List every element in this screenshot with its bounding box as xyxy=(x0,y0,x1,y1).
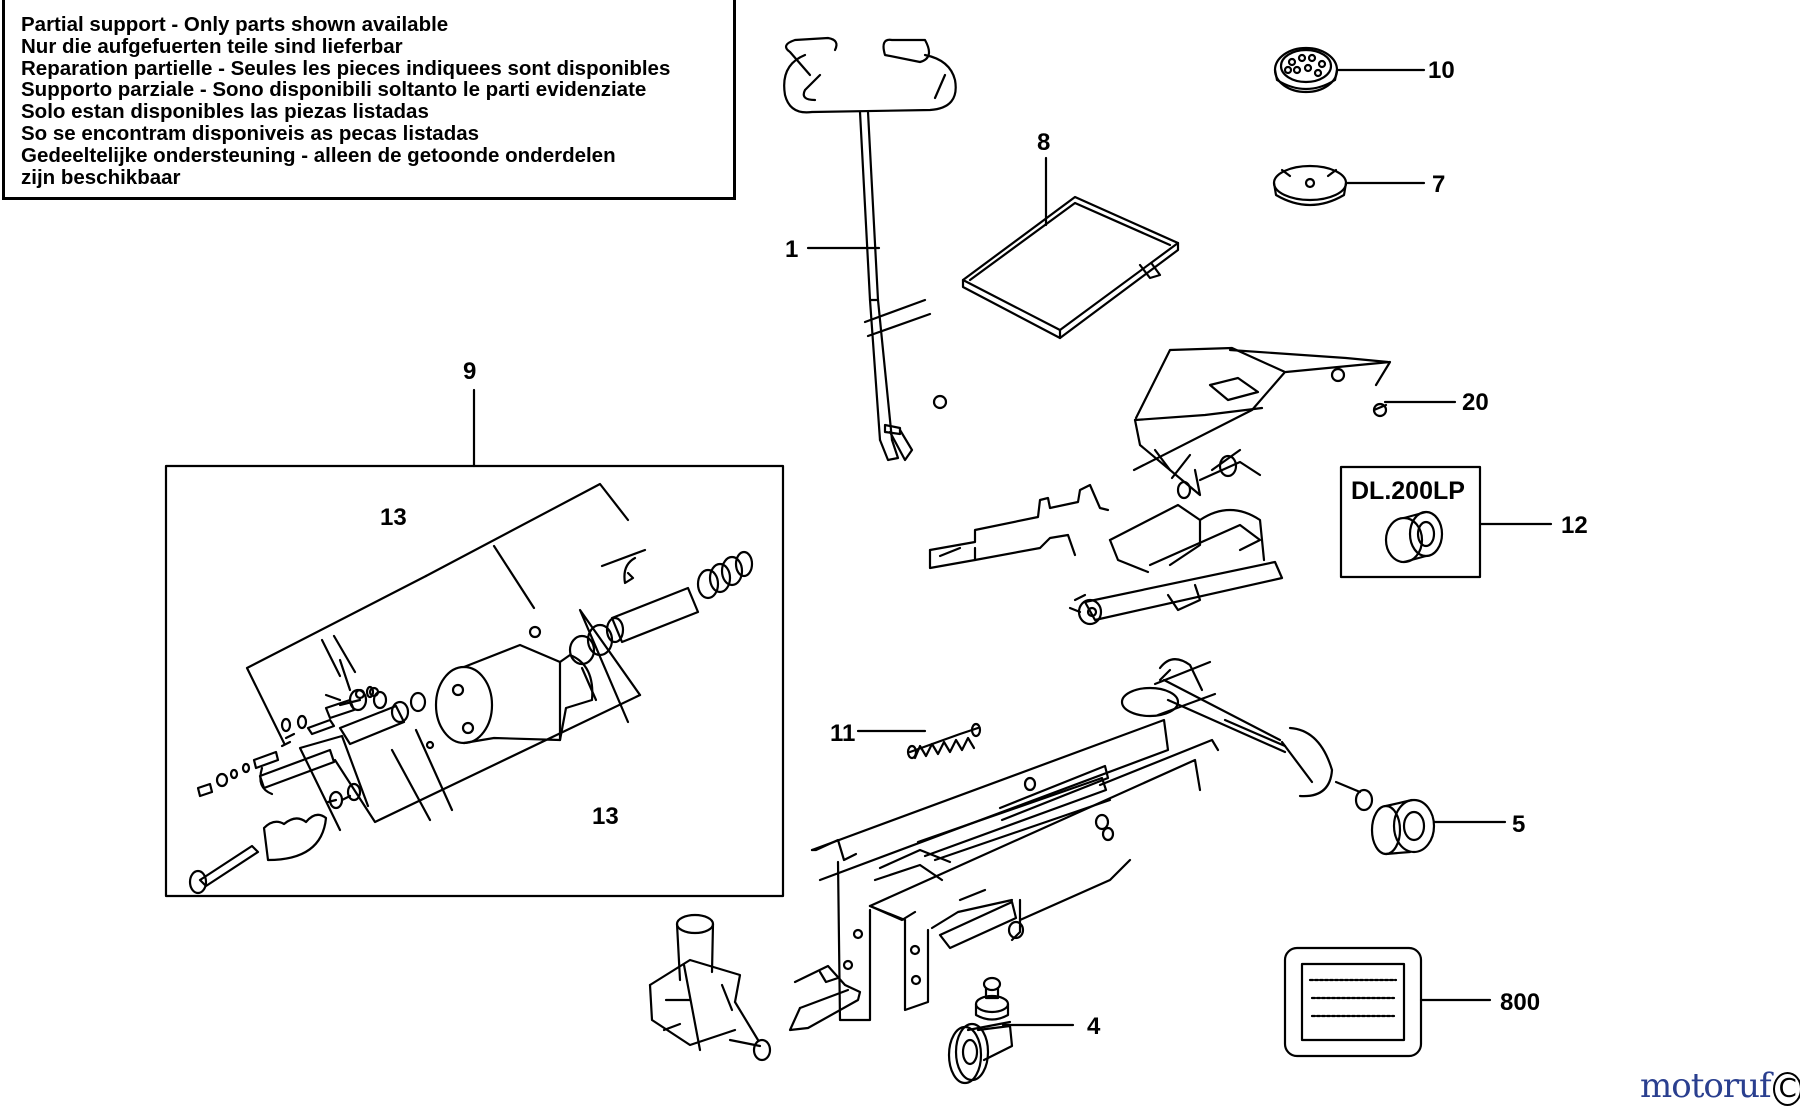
part-8-tray xyxy=(961,195,1180,340)
part-10-saddle-pad xyxy=(1273,46,1339,94)
notice-line: Partial support - Only parts shown avail… xyxy=(21,13,449,36)
notice-line: So se encontram disponiveis as pecas lis… xyxy=(21,121,480,145)
callout-10: 10 xyxy=(1428,57,1455,84)
part-4-caster xyxy=(947,976,1014,1085)
part-pump-block xyxy=(648,913,772,1062)
part-5-wheel xyxy=(1334,780,1436,856)
notice-line: Reparation partielle - Seules les pieces… xyxy=(21,56,671,80)
part-bracket xyxy=(788,964,862,1032)
part-linkage xyxy=(928,480,1284,626)
notice-line: Supporto parziale - Sono disponibili sol… xyxy=(21,78,647,102)
watermark-text: motoruf xyxy=(1640,1066,1772,1106)
callout-1: 1 xyxy=(785,236,798,263)
notice-line: Solo estan disponibles las piezas listad… xyxy=(21,100,429,124)
notice-line: zijn beschikbaar xyxy=(21,165,181,189)
callout-8: 8 xyxy=(1037,129,1050,156)
callout-leaders xyxy=(806,68,1553,1027)
notice-line: Nur die aufgefuerten teile sind lieferba… xyxy=(21,34,403,58)
callout-numbers: 1 8 10 7 20 DL.200LP 12 9 13 13 11 5 4 8… xyxy=(380,57,1588,1040)
callout-12: 12 xyxy=(1561,512,1588,539)
part-20-lift-arm xyxy=(1132,346,1392,497)
kit-label-dl200lp: DL.200LP xyxy=(1351,477,1465,505)
part-11-spring xyxy=(906,722,982,760)
watermark-mark: C xyxy=(1772,1072,1800,1106)
callout-20: 20 xyxy=(1462,389,1489,416)
callout-4: 4 xyxy=(1087,1013,1101,1040)
box-800-label-plate xyxy=(1283,946,1423,1058)
kit-box-12 xyxy=(1339,465,1482,579)
partial-support-notice: Partial support - Only parts shown avail… xyxy=(2,0,736,200)
callout-7: 7 xyxy=(1432,171,1445,198)
box-9-hydraulic-unit xyxy=(164,388,785,898)
part-7-saddle-cap xyxy=(1272,164,1348,206)
notice-line: Gedeeltelijke ondersteuning - alleen de … xyxy=(21,143,616,167)
callout-9: 9 xyxy=(463,358,476,385)
callout-13-bottom: 13 xyxy=(592,803,619,830)
callout-13-top: 13 xyxy=(380,504,407,531)
callout-5: 5 xyxy=(1512,811,1525,838)
part-1-handle xyxy=(783,36,957,462)
callout-11: 11 xyxy=(830,720,855,747)
callout-800: 800 xyxy=(1500,989,1540,1016)
part-chassis-frame xyxy=(810,658,1334,1022)
